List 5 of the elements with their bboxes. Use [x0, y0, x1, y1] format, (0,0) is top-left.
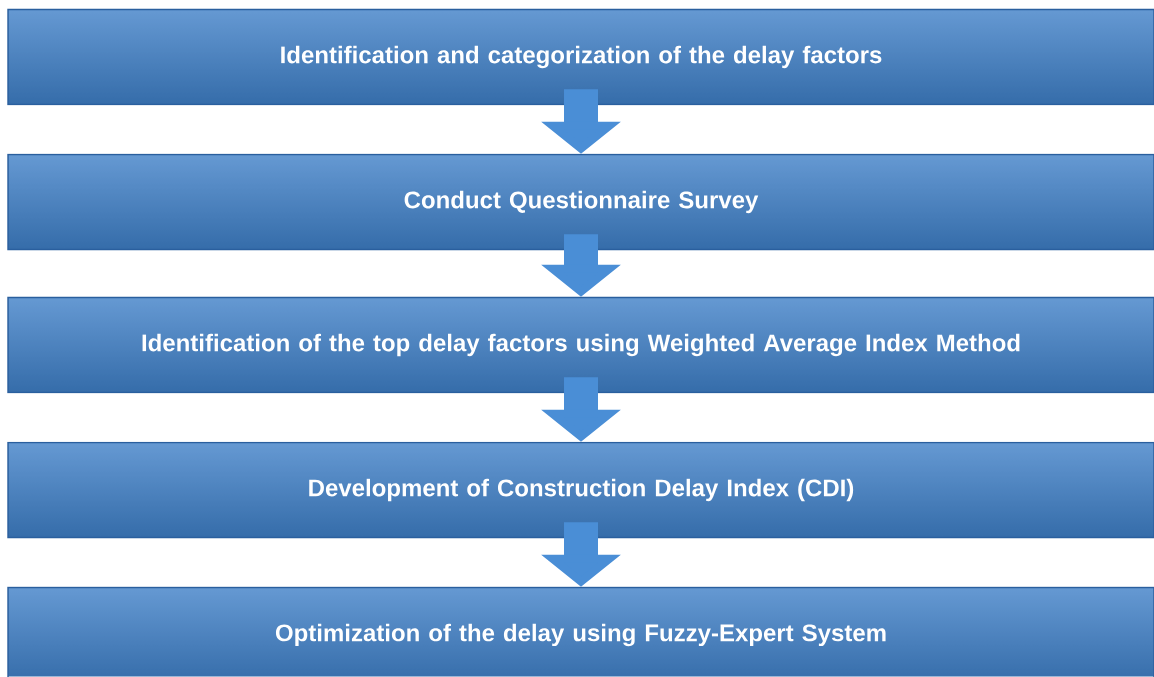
process-box: Identification and categorization of the delay factors — [7, 8, 1154, 106]
process-box: Optimization of the delay using Fuzzy-Expert System — [7, 586, 1154, 677]
process-box: Identification of the top delay factors using Weighted Average Index Method — [7, 296, 1154, 394]
process-box: Development of Construction Delay Index (CDI) — [7, 441, 1154, 539]
process-box: Conduct Questionnaire Survey — [7, 153, 1154, 251]
